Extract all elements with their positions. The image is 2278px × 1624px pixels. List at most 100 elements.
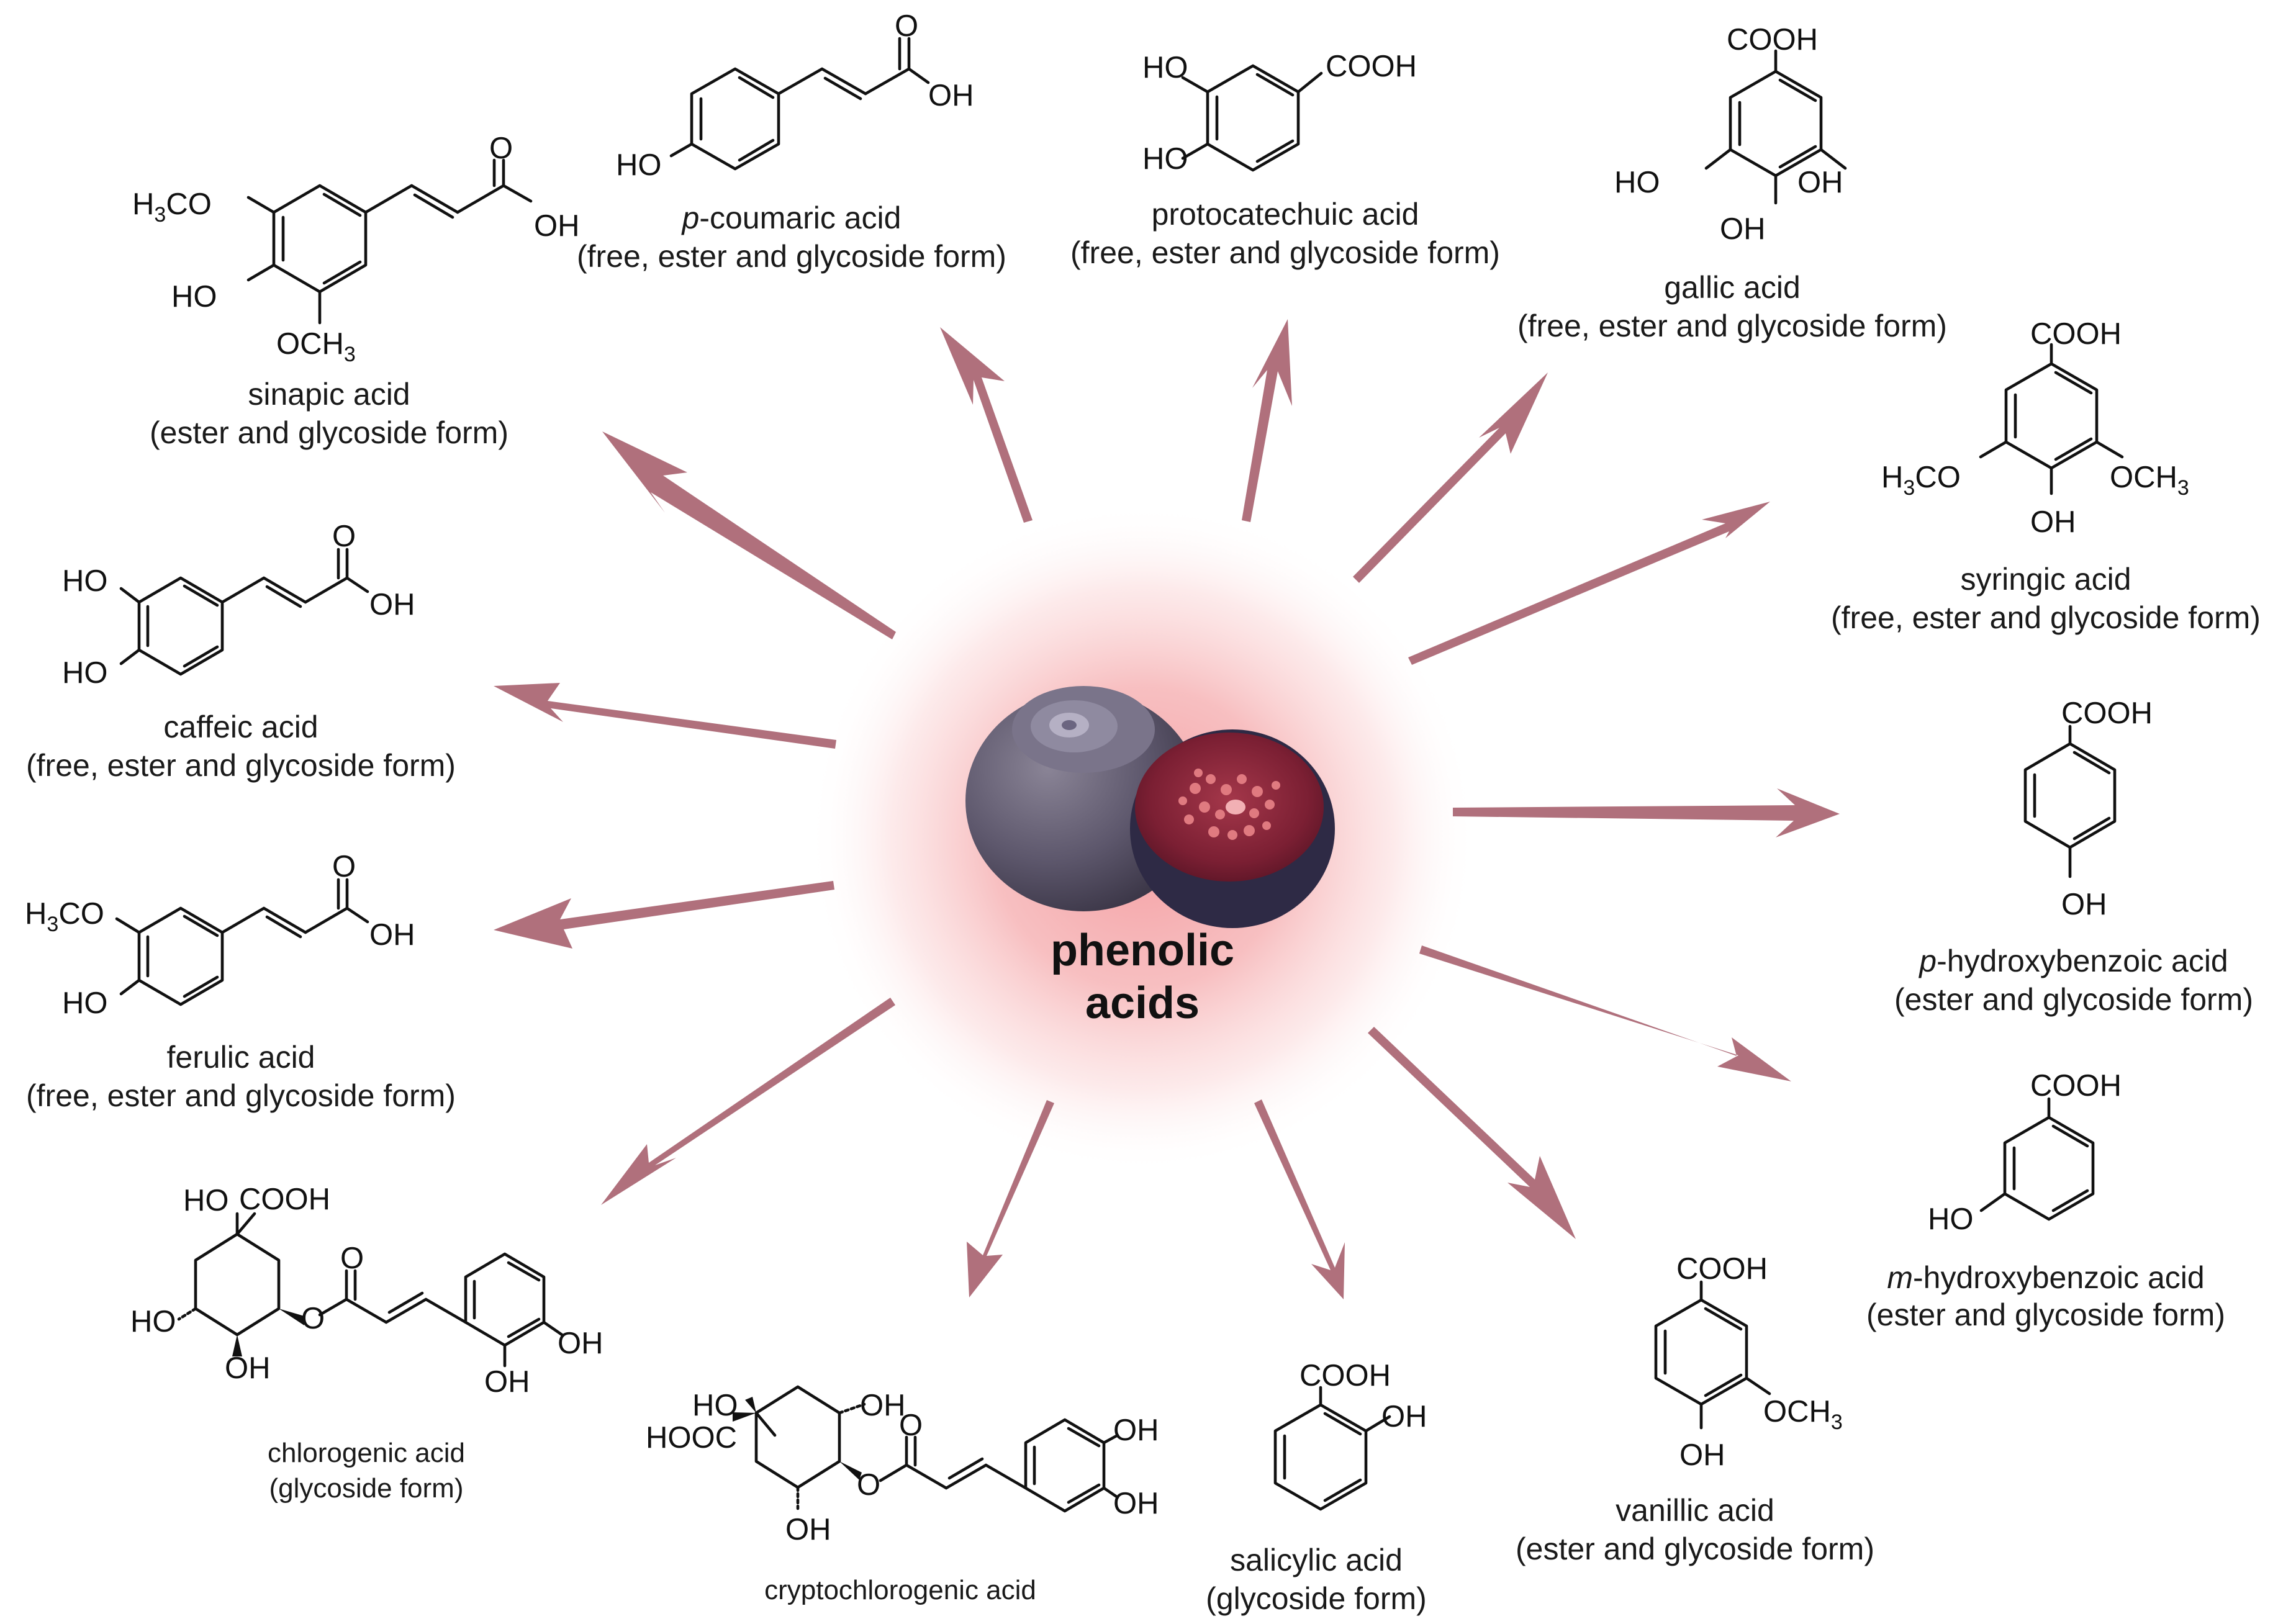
atom-label: HO xyxy=(1142,51,1188,84)
atom-label: HO xyxy=(171,280,217,314)
arrow-to-phydroxybenzoic xyxy=(1453,788,1840,837)
atom-label: OCH3 xyxy=(276,327,356,366)
caption-syringic-form: (free, ester and glycoside form) xyxy=(1831,600,2261,635)
captions: sinapic acid (ester and glycoside form) … xyxy=(26,197,2261,1616)
caption-pcoumaric-name: p-coumaric acid xyxy=(681,201,902,235)
caption-sinapic-name: sinapic acid xyxy=(248,377,410,412)
gallic-structure xyxy=(1704,49,1847,205)
atom-label: OH xyxy=(225,1351,271,1385)
atom-label: COOH xyxy=(1727,23,1818,56)
atom-label: O xyxy=(340,1242,364,1275)
atom-label: OH xyxy=(928,79,974,112)
arrow-to-protocatechuic xyxy=(1242,319,1292,522)
arrow-to-syringic xyxy=(1408,502,1770,665)
caption-protocatechuic-name: protocatechuic acid xyxy=(1152,197,1419,232)
atom-label: O xyxy=(489,132,513,165)
caption-salicylic-form: (glycoside form) xyxy=(1206,1581,1427,1616)
caption-mhydroxybenzoic-name: m-hydroxybenzoic acid xyxy=(1887,1260,2204,1295)
caption-sinapic-form: (ester and glycoside form) xyxy=(150,415,508,450)
mhydroxybenzoic-structure xyxy=(1979,1097,2095,1221)
pcoumaric-structure xyxy=(669,37,930,171)
caption-pcoumaric-form: (free, ester and glycoside form) xyxy=(577,239,1006,274)
salicylic-structure xyxy=(1273,1386,1391,1511)
syringic-structure xyxy=(1979,343,2124,495)
arrow-to-sinapic xyxy=(602,431,896,639)
caffeic-structure xyxy=(119,548,369,676)
caption-salicylic-name: salicylic acid xyxy=(1230,1543,1403,1577)
atom-label: OH xyxy=(1113,1487,1159,1520)
atom-label: HO xyxy=(183,1184,229,1217)
cryptochlorogenic-structure xyxy=(733,1385,1119,1513)
atom-label: COOH xyxy=(2030,1069,2122,1103)
atom-label: H3CO xyxy=(132,187,212,227)
atom-label: OH xyxy=(1381,1400,1427,1433)
caption-mhydroxybenzoic-form: (ester and glycoside form) xyxy=(1866,1297,2225,1332)
caption-vanillic-name: vanillic acid xyxy=(1616,1493,1774,1528)
atom-label: HO xyxy=(1142,142,1188,176)
caption-caffeic-name: caffeic acid xyxy=(163,710,318,744)
arrow-to-gallic xyxy=(1353,372,1548,583)
caption-protocatechuic-form: (free, ester and glycoside form) xyxy=(1070,235,1500,270)
atom-label: COOH xyxy=(239,1183,330,1216)
vanillic-structure xyxy=(1654,1280,1771,1430)
caption-ferulic-form: (free, ester and glycoside form) xyxy=(26,1078,456,1113)
arrows xyxy=(494,319,1840,1299)
atom-label: HO xyxy=(1928,1202,1974,1236)
atom-label: O xyxy=(895,9,918,43)
atom-label: OH xyxy=(484,1365,530,1399)
atom-label: O xyxy=(857,1468,880,1502)
atom-label: OH xyxy=(369,588,415,621)
caption-cryptochlorogenic-name: cryptochlorogenic acid xyxy=(764,1575,1036,1605)
atom-label: OH xyxy=(1113,1414,1159,1447)
atom-label: OCH3 xyxy=(1763,1395,1843,1434)
atom-label: HO xyxy=(692,1389,738,1422)
atom-label: OH xyxy=(2061,888,2107,921)
atom-label: O xyxy=(899,1409,923,1442)
caption-vanillic-form: (ester and glycoside form) xyxy=(1516,1532,1874,1566)
caption-gallic-form: (free, ester and glycoside form) xyxy=(1517,309,1947,343)
caption-syringic-name: syringic acid xyxy=(1960,562,2131,597)
caption-caffeic-form: (free, ester and glycoside form) xyxy=(26,748,456,783)
atom-label: HO xyxy=(62,656,108,690)
atom-label: H3CO xyxy=(25,897,104,936)
arrow-to-pcoumaric xyxy=(940,327,1033,523)
caption-chlorogenic-name: chlorogenic acid xyxy=(268,1438,465,1468)
atom-label: OH xyxy=(558,1327,603,1360)
arrow-to-chlorogenic xyxy=(601,998,895,1205)
chlorogenic-structure xyxy=(177,1212,564,1368)
arrow-to-caffeic xyxy=(494,683,836,749)
ferulic-structure xyxy=(115,878,369,1006)
fig-fruit-icon xyxy=(965,686,1335,928)
phydroxybenzoic-structure xyxy=(2023,724,2117,878)
center-hub: phenolic acids xyxy=(807,503,1478,1173)
atom-label: HOOC xyxy=(646,1421,737,1455)
structures xyxy=(115,37,2124,1513)
atom-label: OH xyxy=(534,209,580,243)
atom-label: O xyxy=(332,850,356,883)
atom-label: OH xyxy=(1797,166,1843,199)
sinapic-structure xyxy=(246,158,533,325)
atom-label: HO xyxy=(62,564,108,598)
arrow-to-cryptochlorogenic xyxy=(967,1100,1054,1297)
atom-label: COOH xyxy=(1676,1252,1768,1286)
atom-label: COOH xyxy=(2030,317,2122,351)
atom-label: OH xyxy=(1720,212,1766,246)
protocatechuic-structure xyxy=(1181,64,1323,172)
atom-labels: H3CO HO OCH3 O OH O OH HO HO HO COOH COO… xyxy=(25,9,2189,1546)
atom-label: OH xyxy=(2030,505,2076,539)
atom-label: O xyxy=(332,520,356,553)
caption-ferulic-name: ferulic acid xyxy=(167,1040,315,1075)
atom-label: HO xyxy=(1614,166,1660,199)
caption-phydroxybenzoic-form: (ester and glycoside form) xyxy=(1894,982,2253,1017)
arrow-to-ferulic xyxy=(494,881,834,949)
arrow-to-vanillic xyxy=(1368,1027,1576,1239)
caption-chlorogenic-form: (glycoside form) xyxy=(269,1473,464,1504)
atom-label: OH xyxy=(1679,1438,1725,1472)
atom-label: OH xyxy=(369,918,415,952)
caption-phydroxybenzoic-name: p-hydroxybenzoic acid xyxy=(1918,944,2228,978)
atom-label: O xyxy=(301,1302,325,1335)
caption-gallic-name: gallic acid xyxy=(1664,270,1801,305)
atom-label: HO xyxy=(616,148,662,182)
atom-label: COOH xyxy=(2061,697,2153,730)
